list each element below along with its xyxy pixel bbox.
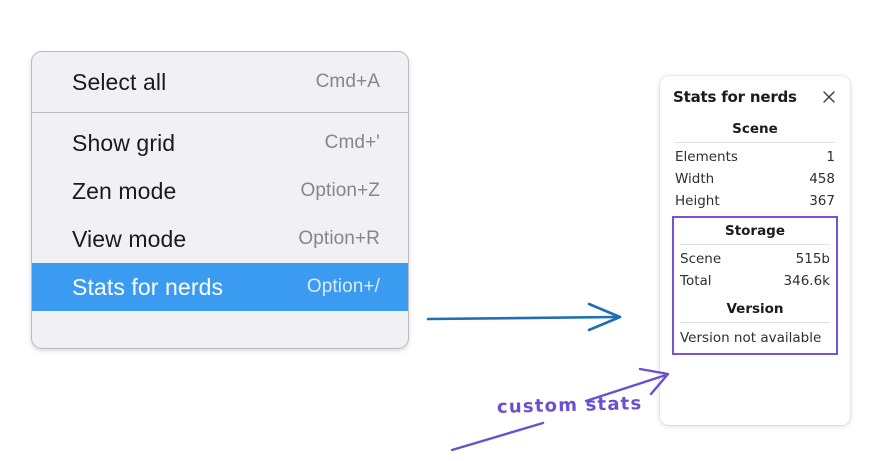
table-row: Height 367: [673, 190, 837, 212]
scene-section-rule: [675, 142, 835, 143]
table-row: Elements 1: [673, 146, 837, 168]
menu-item-show-grid[interactable]: Show grid Cmd+': [32, 119, 408, 167]
stat-key: Width: [675, 171, 715, 187]
menu-item-label: Show grid: [72, 129, 176, 156]
version-section-heading: Version: [726, 301, 784, 317]
menu-item-stats-for-nerds[interactable]: Stats for nerds Option+/: [32, 263, 408, 311]
close-icon[interactable]: [821, 89, 837, 105]
menu-item-label: Zen mode: [72, 177, 177, 204]
version-section: Version Version not available: [678, 292, 832, 348]
table-row: Total 346.6k: [678, 270, 832, 292]
stat-value: 515b: [795, 251, 830, 267]
menu-item-shortcut: Cmd+A: [315, 71, 380, 92]
stat-value: 346.6k: [783, 273, 830, 289]
storage-section-rule: [680, 244, 830, 245]
menu-item-label: Select all: [72, 68, 167, 95]
menu-item-shortcut: Option+R: [298, 228, 380, 249]
stat-key: Scene: [680, 251, 722, 267]
storage-section-heading: Storage: [724, 223, 786, 239]
table-row: Width 458: [673, 168, 837, 190]
menu-item-shortcut: Option+Z: [300, 180, 380, 201]
version-text: Version not available: [680, 330, 822, 346]
context-menu[interactable]: Select all Cmd+A Show grid Cmd+' Zen mod…: [31, 51, 409, 349]
menu-item-view-mode[interactable]: View mode Option+R: [32, 215, 408, 263]
table-row: Scene 515b: [678, 248, 832, 270]
version-section-rule: [680, 322, 830, 323]
menu-group-1: Select all Cmd+A: [32, 52, 408, 112]
stat-key: Elements: [675, 149, 738, 165]
menu-item-shortcut: Cmd+': [324, 132, 380, 153]
stat-value: 458: [809, 171, 835, 187]
menu-item-zen-mode[interactable]: Zen mode Option+Z: [32, 167, 408, 215]
stats-for-nerds-panel: Stats for nerds Scene Elements 1 Width 4…: [660, 76, 850, 425]
menu-group-2: Show grid Cmd+' Zen mode Option+Z View m…: [32, 113, 408, 317]
panel-title: Stats for nerds: [673, 88, 797, 106]
stat-value: 1: [826, 149, 835, 165]
custom-stats-highlight-box: Storage Scene 515b Total 346.6k Version …: [672, 216, 838, 355]
menu-separator: [32, 112, 408, 113]
storage-section: Storage Scene 515b Total 346.6k: [678, 220, 832, 292]
blue-arrow: [426, 302, 622, 332]
stat-key: Height: [675, 193, 720, 209]
scene-section-heading: Scene: [732, 121, 778, 137]
scene-section: Scene Elements 1 Width 458 Height 367: [673, 118, 837, 212]
menu-item-select-all[interactable]: Select all Cmd+A: [32, 58, 408, 106]
purple-underline-stroke: [450, 421, 545, 452]
menu-item-label: Stats for nerds: [72, 273, 224, 300]
stat-value: 367: [809, 193, 835, 209]
custom-stats-annotation-label: custom stats: [496, 393, 643, 418]
stat-key: Total: [680, 273, 712, 289]
menu-item-label: View mode: [72, 225, 187, 252]
panel-header: Stats for nerds: [673, 88, 837, 106]
menu-item-shortcut: Option+/: [306, 276, 380, 297]
